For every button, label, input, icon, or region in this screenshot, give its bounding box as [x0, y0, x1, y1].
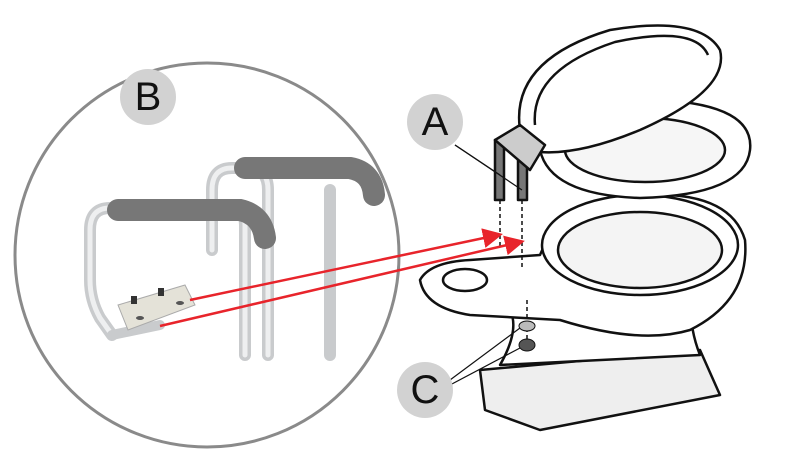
label-a: A — [407, 94, 463, 150]
leader-lines — [449, 144, 523, 386]
label-c: C — [397, 362, 453, 418]
bolt-guides — [499, 200, 528, 340]
detail-circle — [13, 61, 401, 449]
toilet-illustration — [418, 24, 752, 432]
mounting-bracket — [117, 284, 196, 331]
arrow-upper — [189, 228, 503, 302]
arrow-lower — [159, 235, 525, 328]
nut — [518, 338, 536, 352]
washer — [518, 320, 536, 332]
label-b: B — [120, 69, 176, 125]
safety-rail — [84, 157, 385, 361]
